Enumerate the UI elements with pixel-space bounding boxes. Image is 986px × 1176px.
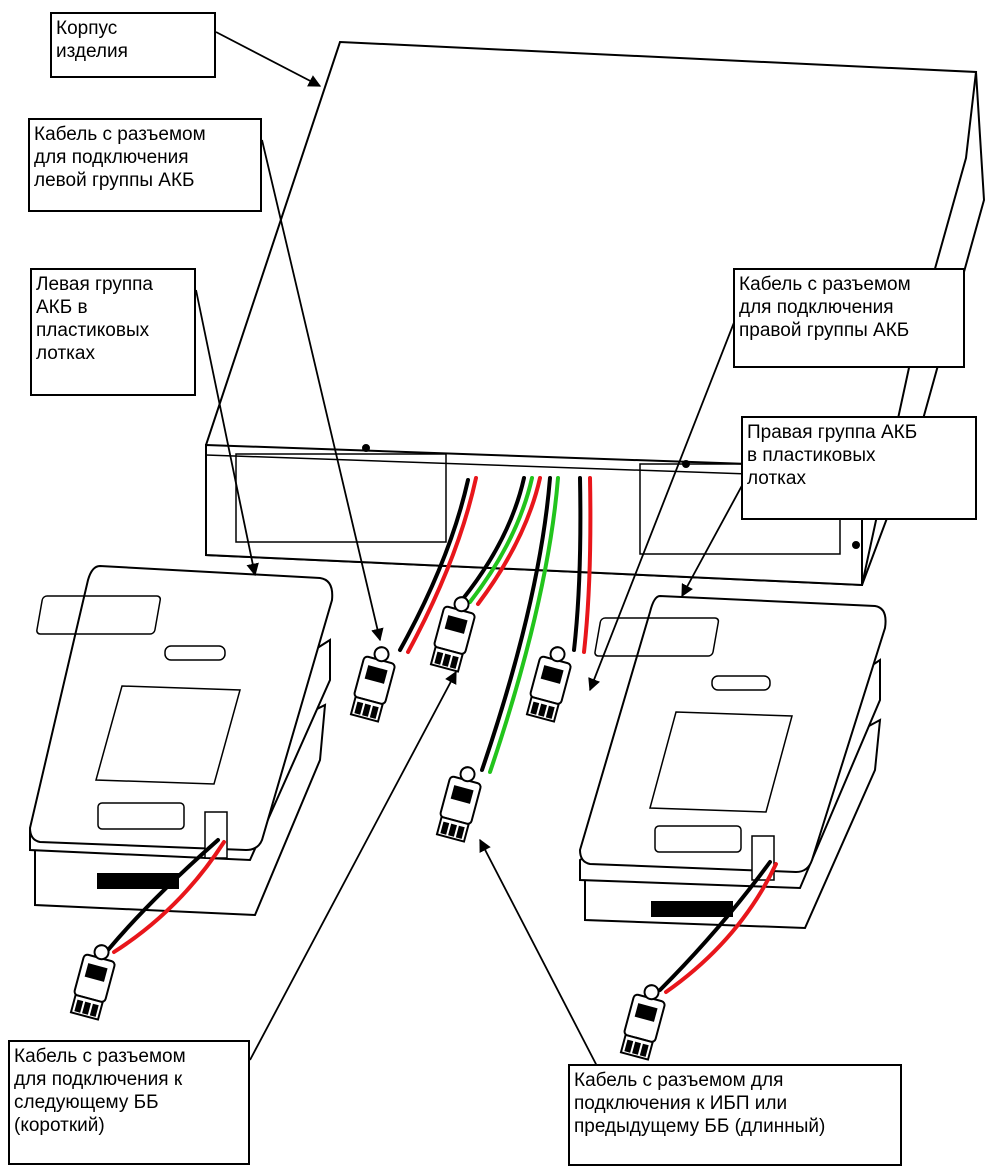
connector-right-group-cable (524, 642, 576, 724)
cables (106, 476, 778, 994)
left-battery-group (28, 564, 334, 917)
label-housing: Корпус изделия (50, 12, 216, 78)
label-cable-right-group: Кабель с разъемом для подключения правой… (733, 268, 965, 368)
right-battery-group (578, 594, 887, 930)
connector-ups-cable (434, 762, 486, 844)
connector-left-group-cable (348, 642, 400, 724)
label-left-battery-group: Левая группа АКБ в пластиковых лотках (30, 268, 196, 396)
label-cable-left-group: Кабель с разъемом для подключения левой … (28, 118, 262, 212)
leader-lines (195, 31, 746, 1069)
label-cable-next-bb: Кабель с разъемом для подключения к след… (8, 1040, 250, 1165)
label-right-battery-group: Правая группа АКБ в пластиковых лотках (741, 416, 977, 520)
connector-left-battery (68, 940, 120, 1022)
connector-right-battery (618, 980, 670, 1062)
label-cable-ups: Кабель с разъемом для подключения к ИБП … (568, 1064, 902, 1166)
connector-next-bb-cable (428, 592, 480, 674)
